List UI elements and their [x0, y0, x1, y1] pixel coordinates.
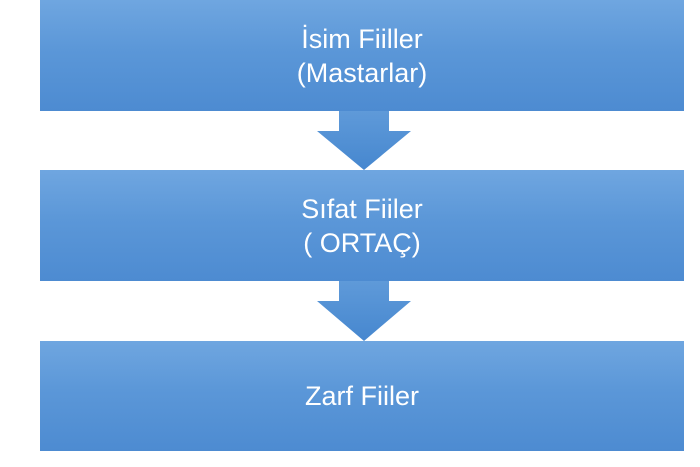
- step-box-isim-fiiller: İsim Fiiller (Mastarlar): [40, 0, 684, 111]
- step-title: Zarf Fiiler: [305, 381, 419, 411]
- step-title: İsim Fiiller: [301, 23, 423, 54]
- down-arrow-icon: [317, 111, 411, 170]
- step-box-zarf-fiiler: Zarf Fiiler: [40, 341, 684, 451]
- step-box-sifat-fiiler: Sıfat Fiiler ( ORTAÇ): [40, 170, 684, 281]
- step-title: Sıfat Fiiler: [301, 193, 423, 224]
- step-subtitle: (Mastarlar): [296, 57, 428, 88]
- step-subtitle: ( ORTAÇ): [303, 227, 421, 258]
- down-arrow-icon: [317, 281, 411, 341]
